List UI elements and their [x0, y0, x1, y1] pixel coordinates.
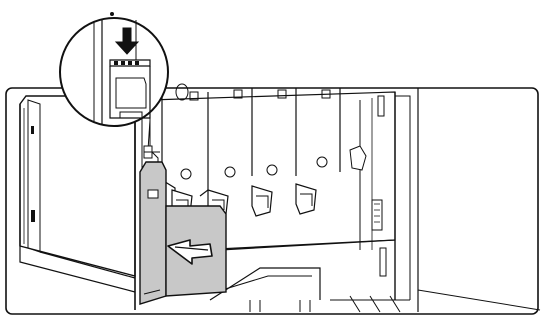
box-latch — [144, 146, 160, 158]
chassis-opening — [176, 84, 188, 100]
waste-toner-box[interactable] — [140, 162, 226, 304]
right-latch — [350, 96, 386, 276]
toner-slot-3 — [252, 88, 296, 216]
toner-slot-4 — [296, 88, 340, 214]
